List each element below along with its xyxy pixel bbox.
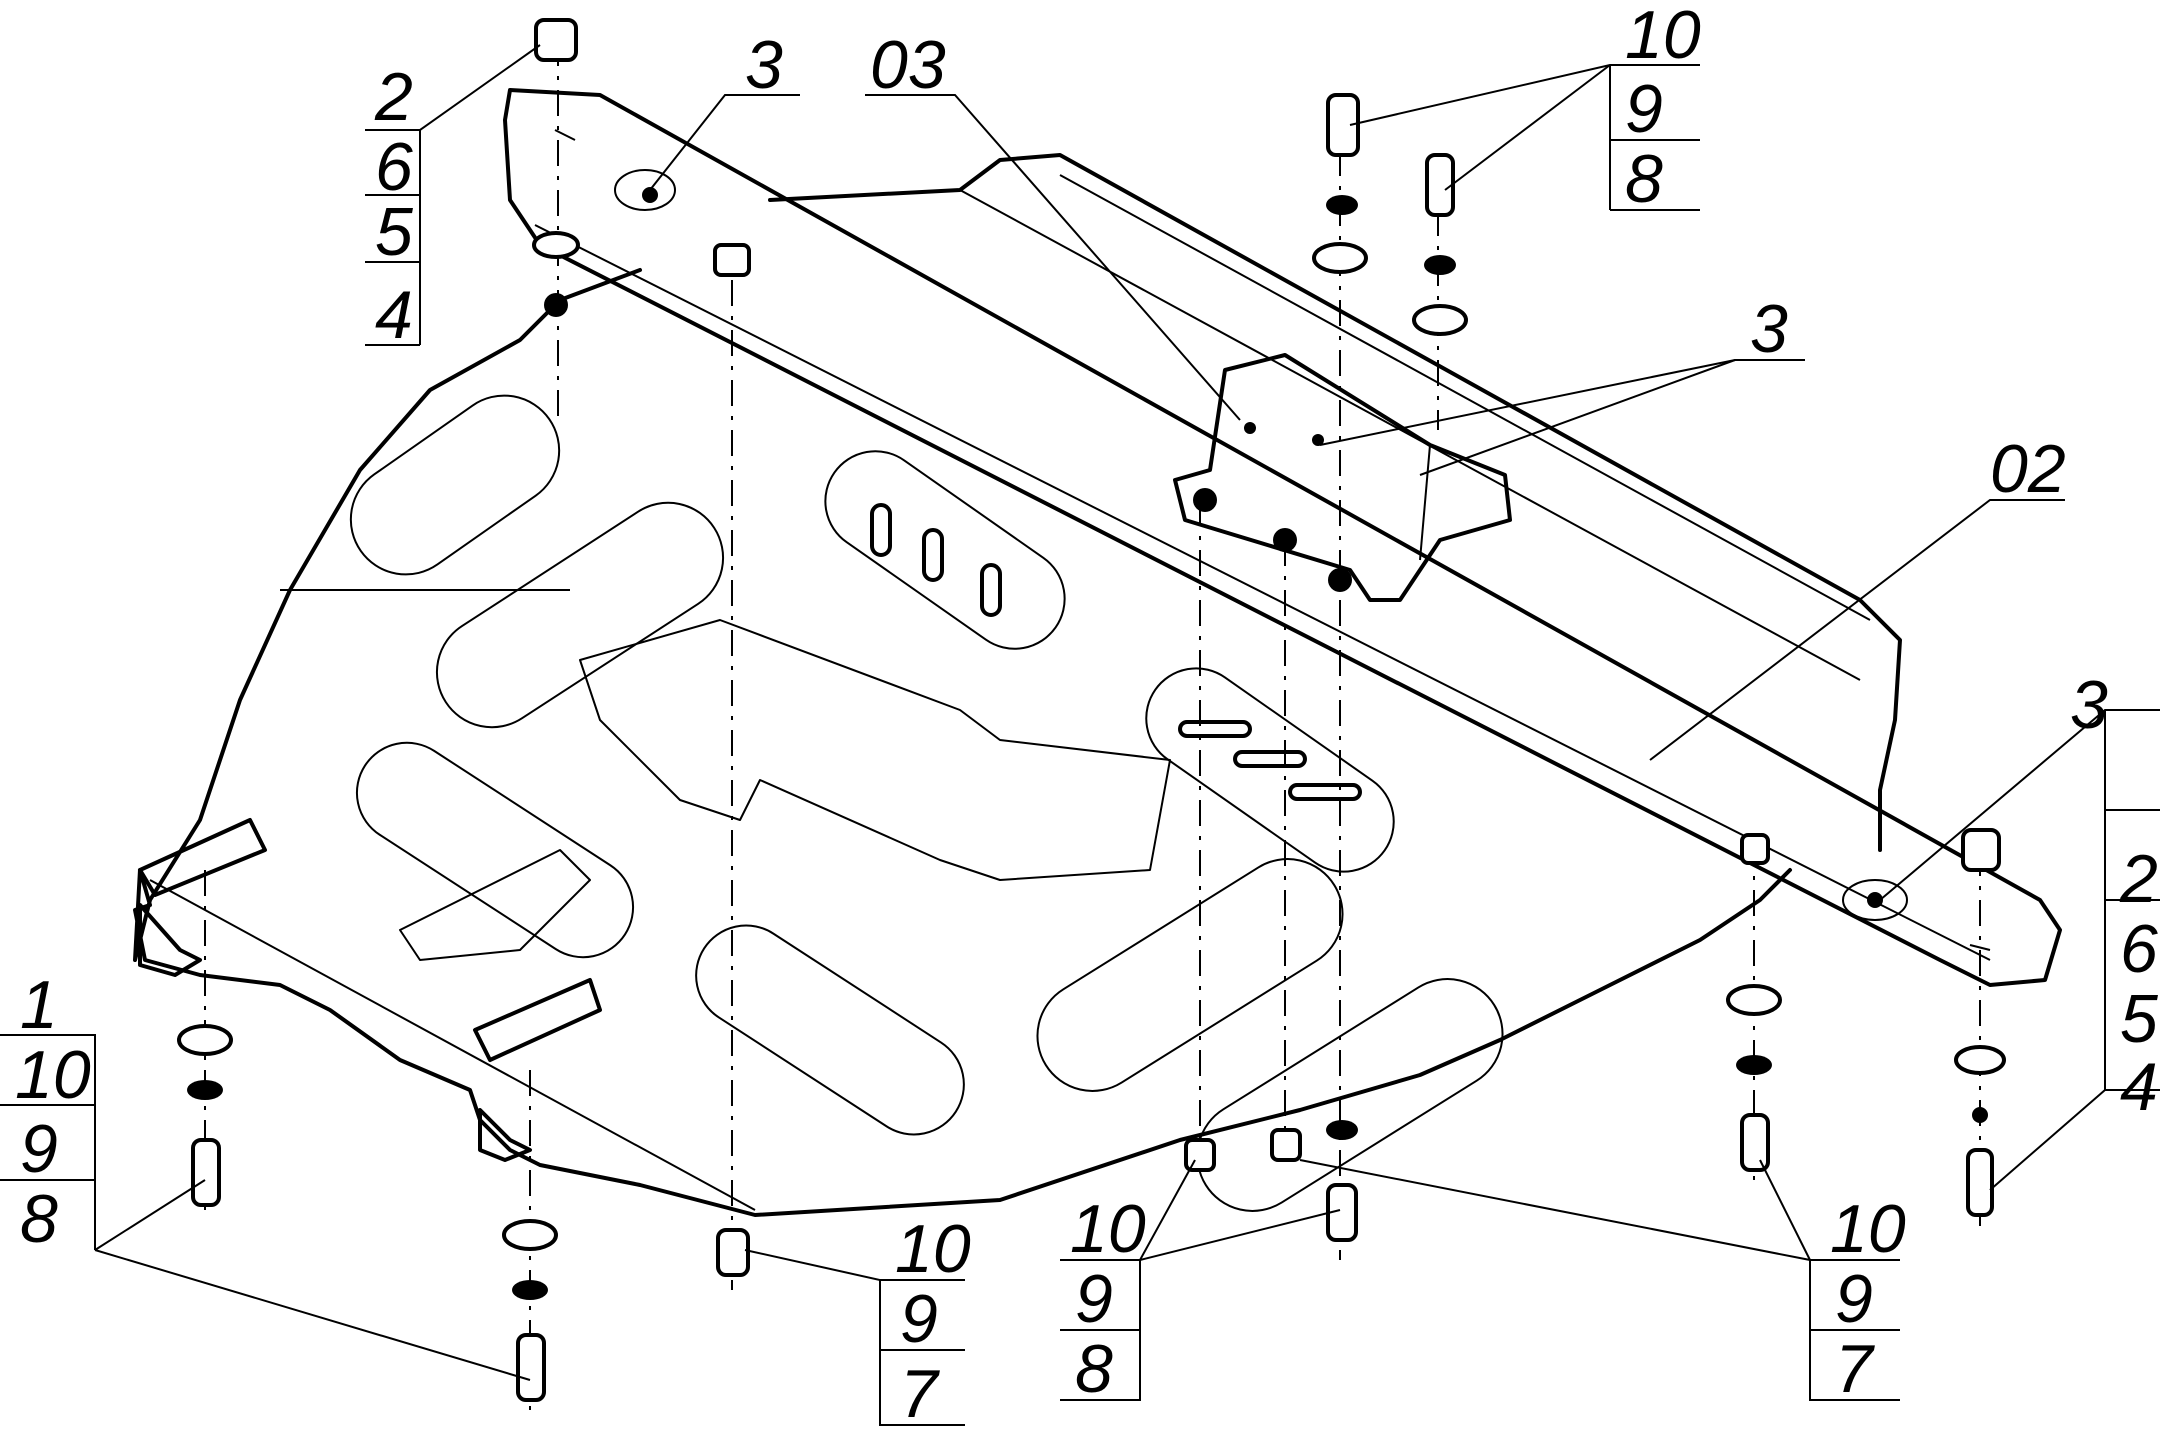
label-5: 5 — [2120, 981, 2158, 1057]
label-10: 10 — [1830, 1191, 1906, 1267]
bracket-03 — [1173, 353, 1512, 602]
label-10: 10 — [1070, 1191, 1146, 1267]
label-3: 3 — [1750, 291, 1788, 367]
label-6: 6 — [375, 129, 413, 205]
label-10: 10 — [1625, 0, 1701, 73]
label-10: 10 — [15, 1037, 91, 1113]
leader-lines — [0, 44, 2160, 1426]
label-8: 8 — [1625, 141, 1663, 217]
label-8: 8 — [20, 1181, 58, 1257]
label-8: 8 — [1075, 1331, 1113, 1407]
label-9: 9 — [900, 1281, 938, 1357]
hardware — [177, 18, 2006, 1402]
slots — [870, 503, 1362, 801]
callout-labels: 2 6 5 4 3 03 10 9 8 3 02 3 2 6 5 4 1 10 … — [15, 0, 2158, 1432]
label-1: 1 — [20, 967, 58, 1043]
stamped-recesses — [349, 394, 1504, 1212]
label-02: 02 — [1990, 431, 2066, 507]
label-3: 3 — [745, 27, 783, 103]
label-2: 2 — [374, 59, 413, 135]
label-5: 5 — [375, 194, 413, 270]
label-6: 6 — [2120, 911, 2158, 987]
label-2: 2 — [2119, 841, 2158, 917]
label-9: 9 — [1835, 1261, 1873, 1337]
label-03: 03 — [870, 27, 946, 103]
label-9: 9 — [1625, 71, 1663, 147]
mounting-tabs — [138, 818, 602, 1162]
label-9: 9 — [20, 1111, 58, 1187]
label-4: 4 — [2120, 1049, 2158, 1125]
label-7: 7 — [900, 1356, 940, 1432]
label-7: 7 — [1835, 1331, 1875, 1407]
label-9: 9 — [1075, 1261, 1113, 1337]
label-4: 4 — [375, 277, 413, 353]
label-10: 10 — [895, 1211, 971, 1287]
label-3: 3 — [2070, 667, 2108, 743]
